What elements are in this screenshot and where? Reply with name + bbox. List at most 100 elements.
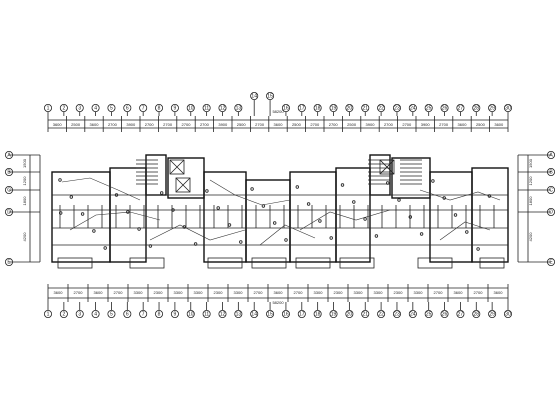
side-axis-bubble <box>547 150 556 159</box>
top-axis-bubble <box>107 104 116 113</box>
side-dim-label: 1800 <box>528 196 533 206</box>
top-dim-label: 2700 <box>145 122 155 127</box>
top-axis-bubble <box>503 104 512 113</box>
bottom-axis-label: 11 <box>204 312 209 318</box>
fixture-symbol <box>250 187 254 191</box>
bottom-axis-label: 30 <box>505 312 511 318</box>
top-axis-label: 13 <box>236 106 242 112</box>
bottom-dim-label: 2300 <box>334 290 344 295</box>
top-axis-label: 11 <box>204 106 209 112</box>
side-axis-label: E <box>549 260 553 266</box>
wire-run <box>61 177 141 201</box>
fixture-symbol <box>431 179 435 183</box>
bottom-total-label: 58200 <box>272 300 284 305</box>
top-dim-label: 3900 <box>421 122 431 127</box>
top-axis-label: 9 <box>174 106 177 112</box>
bottom-dim-label: 2700 <box>74 290 84 295</box>
elevator-cross <box>175 177 191 193</box>
bottom-axis-bubble <box>218 309 227 318</box>
balcony <box>479 257 505 269</box>
bottom-axis-label: 7 <box>142 312 145 318</box>
side-axis-label: C <box>549 188 553 194</box>
top-dim-label: 2700 <box>329 122 339 127</box>
top-axis-label: 5 <box>110 106 113 112</box>
top-axis-label: 30 <box>505 106 511 112</box>
fixture-symbol <box>465 230 469 234</box>
top-dim-label: 2500 <box>476 122 486 127</box>
bottom-axis-label: 20 <box>347 312 353 318</box>
fixture-symbol <box>216 206 220 210</box>
top-axis-bubble <box>488 104 497 113</box>
fixture-symbol <box>193 242 198 246</box>
fixture-symbol <box>352 200 356 204</box>
top-dim-label: 2500 <box>237 122 247 127</box>
top-axis-bubble <box>44 104 53 113</box>
fixture-symbol <box>126 210 130 214</box>
top-dim-label: 3900 <box>366 122 376 127</box>
top-axis-label: 14 <box>251 94 257 100</box>
bottom-axis-bubble <box>123 309 132 318</box>
top-axis-label: 29 <box>489 106 495 112</box>
top-axis-label: 24 <box>410 106 416 112</box>
fixture-symbol <box>476 247 480 251</box>
bottom-axis-bubble <box>361 309 370 318</box>
side-axis-label: E <box>7 260 11 266</box>
bottom-axis-bubble <box>408 309 417 318</box>
bottom-dim-label: 3300 <box>174 290 184 295</box>
wire-run <box>299 209 391 231</box>
top-dim-label: 2700 <box>255 122 265 127</box>
side-dim-label: 1200 <box>22 176 27 186</box>
bottom-axis-bubble <box>266 309 275 318</box>
bottom-axis-label: 19 <box>331 312 337 318</box>
wall-outline <box>145 154 167 196</box>
building-walls <box>51 154 509 269</box>
top-axis-bubble <box>361 104 370 113</box>
top-axis-label: 3 <box>78 106 81 112</box>
bottom-dim-label: 3300 <box>134 290 144 295</box>
top-axis-bubble <box>75 104 84 113</box>
bottom-axis-label: 6 <box>126 312 129 318</box>
top-axis-bubble <box>281 104 290 113</box>
fixture-symbol <box>408 215 412 219</box>
bottom-dim-label: 3600 <box>494 290 504 295</box>
side-axis-label: B <box>7 170 11 176</box>
bottom-axis-label: 10 <box>188 312 194 318</box>
wire-run <box>259 224 316 246</box>
fixture-symbol <box>148 244 153 248</box>
bottom-axis-label: 23 <box>394 312 400 318</box>
bottom-dim-label: 3300 <box>314 290 324 295</box>
balcony <box>339 257 375 269</box>
fixture-symbol <box>69 195 73 199</box>
fixture-symbol <box>363 217 367 221</box>
bottom-axis-label: 15 <box>267 312 273 318</box>
electrical-wiring <box>58 177 501 251</box>
top-dim-label: 3600 <box>494 122 504 127</box>
bottom-dim-label: 3600 <box>274 290 284 295</box>
top-axis-bubble <box>424 104 433 113</box>
bottom-axis-bubble <box>472 309 481 318</box>
fixture-symbol <box>453 213 458 217</box>
top-axis-label: 15 <box>267 94 273 100</box>
bottom-axis-bubble <box>59 309 68 318</box>
bottom-axis-bubble <box>186 309 195 318</box>
fixture-symbol <box>340 183 345 187</box>
side-axis-bubble <box>5 150 13 159</box>
top-axis-label: 8 <box>158 106 161 112</box>
bottom-dim-label: 3300 <box>234 290 244 295</box>
bottom-axis-bubble <box>250 309 259 318</box>
wall-outline <box>245 179 291 263</box>
bottom-axis-bubble <box>392 309 401 318</box>
fixture-symbol <box>318 219 322 223</box>
bottom-axis-label: 5 <box>110 312 113 318</box>
bottom-axis-bubble <box>440 309 449 318</box>
top-axis-bubble <box>139 104 148 113</box>
fixture-symbol <box>58 178 62 182</box>
bottom-axis-bubble <box>139 309 148 318</box>
bottom-axis-label: 14 <box>251 312 257 318</box>
bottom-axis-bubble <box>297 309 306 318</box>
side-dim-label: 4200 <box>22 232 27 242</box>
top-axis-label: 26 <box>442 106 448 112</box>
bottom-dim-label: 3600 <box>454 290 464 295</box>
top-axis-label: 16 <box>283 106 289 112</box>
